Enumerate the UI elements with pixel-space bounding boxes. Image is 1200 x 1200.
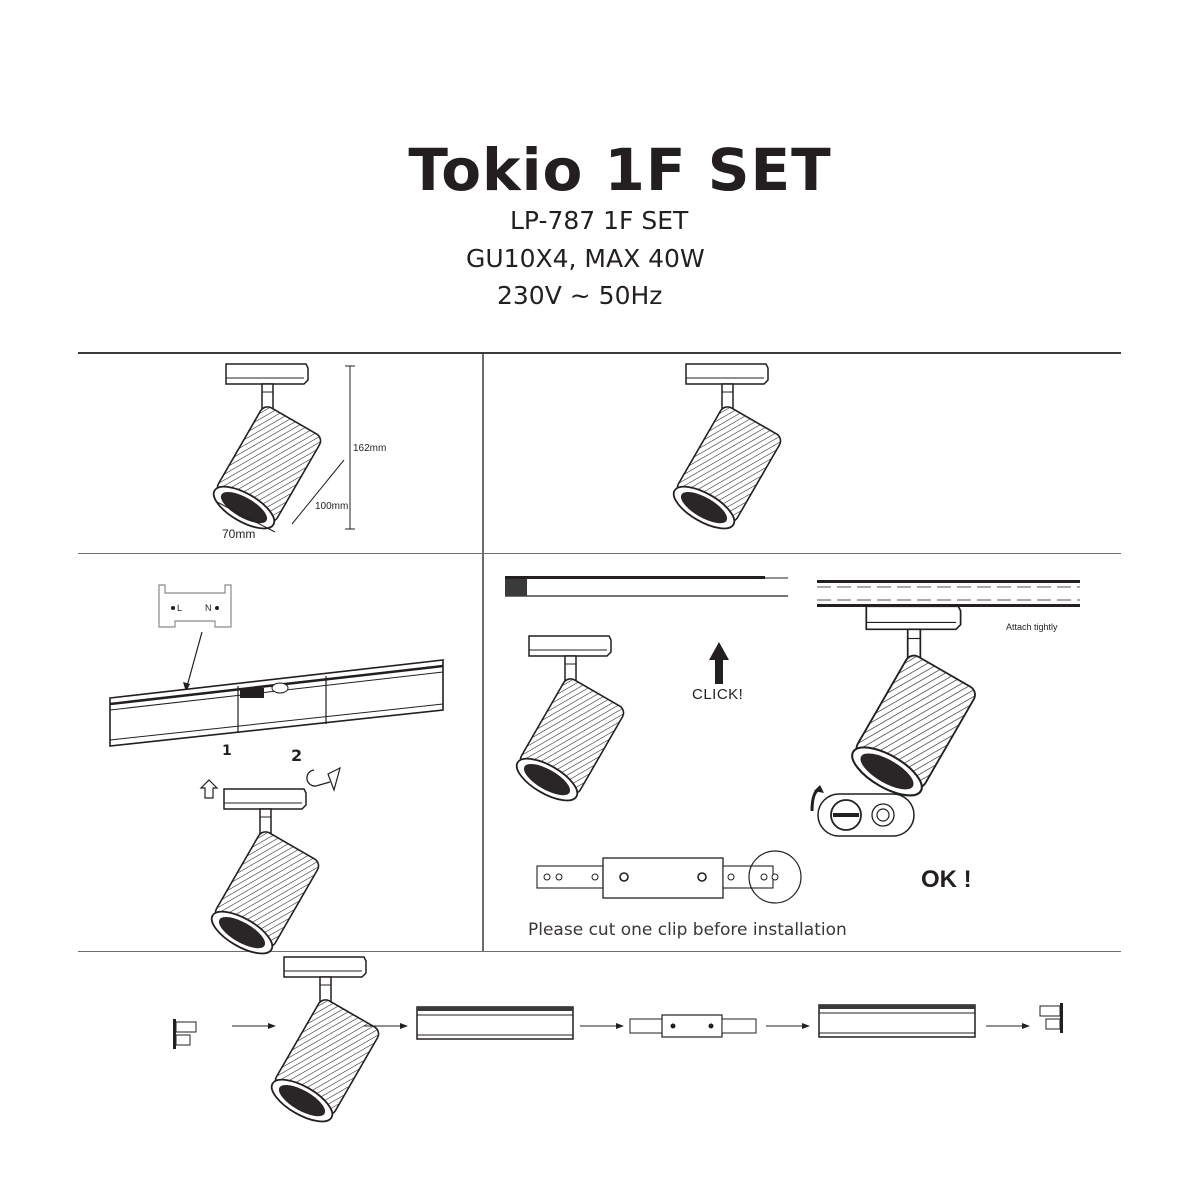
bottom-divider	[78, 951, 1121, 952]
page-title: Tokio 1F SET	[408, 136, 832, 204]
end-cap-right	[1039, 1003, 1063, 1033]
diameter-dimension-line	[216, 501, 276, 533]
track-profile-crosssection	[158, 584, 232, 628]
click-label: CLICK!	[692, 686, 744, 703]
vertical-divider	[482, 354, 484, 952]
sequence-arrow-3	[580, 1023, 624, 1029]
diameter-label: 70mm	[222, 527, 256, 541]
track-section-2	[818, 1004, 976, 1038]
click-up-arrow-icon	[709, 642, 729, 684]
top-divider	[78, 352, 1121, 354]
connector-sequence	[629, 1014, 757, 1038]
height-label: 162mm	[353, 443, 387, 454]
connector-clip-drawing	[536, 850, 802, 904]
rotate-arrow-icon	[306, 766, 341, 792]
sequence-arrow-4	[766, 1023, 810, 1029]
spotlight-click-in	[509, 635, 628, 810]
power-spec: 230V ~ 50Hz	[497, 281, 663, 310]
length-dimension-line	[291, 459, 345, 525]
track-rail-side	[505, 576, 788, 597]
sequence-arrow-1	[232, 1023, 276, 1029]
sequence-arrow-2	[364, 1023, 408, 1029]
track-rail-isometric	[109, 659, 444, 747]
push-up-arrow-icon	[199, 779, 219, 799]
clip-instruction-note: Please cut one clip before installation	[528, 920, 847, 940]
spotlight-mounting	[204, 788, 323, 963]
spotlight-product-view	[666, 363, 785, 538]
attach-tightly-label: Attach tightly	[1006, 622, 1058, 632]
sequence-arrow-5	[986, 1023, 1030, 1029]
model-number: LP-787 1F SET	[510, 206, 689, 235]
spotlight-sequence	[264, 956, 383, 1131]
middle-divider	[78, 553, 1121, 554]
track-section-1	[416, 1006, 574, 1040]
step-2-label: 2	[291, 746, 303, 765]
neutral-terminal-label: N	[205, 603, 212, 613]
length-label: 100mm	[315, 501, 349, 512]
live-terminal-label: L	[177, 603, 183, 613]
profile-pointer-arrow	[183, 631, 203, 692]
lamp-spec: GU10X4, MAX 40W	[466, 244, 705, 273]
ok-label: OK !	[921, 866, 972, 893]
height-dimension-line	[345, 365, 355, 530]
spotlight-attached	[844, 605, 980, 806]
lock-switch-icon	[810, 785, 915, 837]
end-cap-left	[173, 1019, 197, 1049]
step-1-label: 1	[222, 743, 232, 759]
